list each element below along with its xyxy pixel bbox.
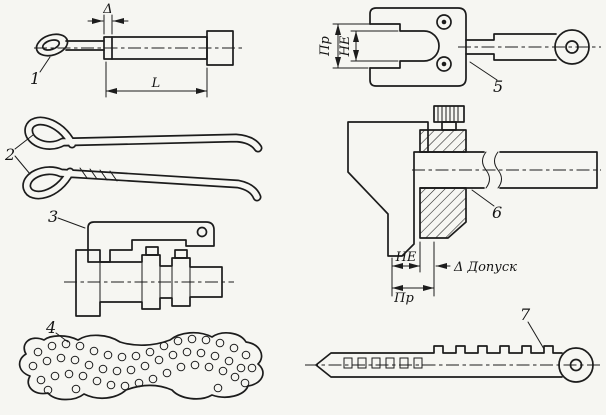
dim-nogo-label: НЕ [338,35,353,57]
bracket-hole [196,226,208,238]
lower-anvil [419,187,467,239]
slots [343,357,423,369]
part-number-1: 1 [30,69,40,88]
leader-3 [57,217,86,229]
eye-inner [41,39,61,51]
leader-2a [14,134,34,150]
dim-go-label: Пр [393,291,414,306]
key-tab-2 [174,249,188,259]
part-number-6: 6 [492,203,502,222]
shank [465,33,557,61]
rivet-top [436,14,452,30]
eye-hole [569,358,583,372]
leader-7 [527,321,545,350]
stepped-spindle [75,249,223,317]
dimension-nogo: НЕ [338,30,399,62]
upper-anvil [419,129,467,153]
part-number-3: 3 [48,207,58,226]
figure-comb-gauge: 7 [305,305,601,383]
perforation-holes [28,334,257,395]
dimension-go: Пр [318,23,399,69]
dim-nogo-label: НЕ [395,250,417,265]
part-number-7: 7 [520,305,531,324]
dimension-gap: Δ [87,2,129,35]
part-number-2: 2 [4,145,15,164]
leader-5 [469,61,498,81]
stepped-slot [369,23,440,69]
gauge-body [369,7,467,87]
figure-snap-gauge: НЕ Δ Допуск Пр 6 [347,105,601,306]
leader-4 [55,332,69,343]
figure-eye-rod: Δ L 1 [30,2,242,98]
leader-1 [39,56,51,73]
knurling [437,105,459,123]
figure-fork-gauge: Пр НЕ 5 [318,7,601,96]
figure-bracket-gauge: 3 [48,207,234,317]
leader-6 [471,189,495,207]
gauge-frame [347,121,429,257]
figure-perforated-plate: 4 [18,318,264,401]
bracket [87,221,215,263]
eye-outer [35,33,69,57]
dim-go-label: Пр [318,35,333,56]
rivet-top-center [441,19,447,25]
bar-outline [315,345,563,378]
dim-length-label: L [151,76,161,91]
eye-outer [554,29,590,65]
shank [65,40,105,51]
plate-outline [18,331,264,401]
dimension-length: L [105,61,208,98]
dimension-block: НЕ Δ Допуск Пр [391,241,517,306]
key-tab-1 [145,246,159,256]
measured-shaft [419,151,598,189]
screw-stem [441,121,457,131]
step-edges [99,261,191,303]
break-lines [482,151,502,189]
leader-2b [14,155,31,175]
rod-head [206,30,234,66]
dim-tolerance-label: Δ Допуск [453,260,517,275]
eye-hole [565,40,579,54]
eye-outer [558,347,594,383]
part-number-4: 4 [45,318,56,337]
knurl-ticks [79,167,118,182]
dim-gap-label: Δ [102,2,112,17]
rivet-bottom [436,56,452,72]
rivet-bottom-center [441,61,447,67]
figure-hooks: 2 [4,116,263,202]
part-number-5: 5 [493,77,503,96]
